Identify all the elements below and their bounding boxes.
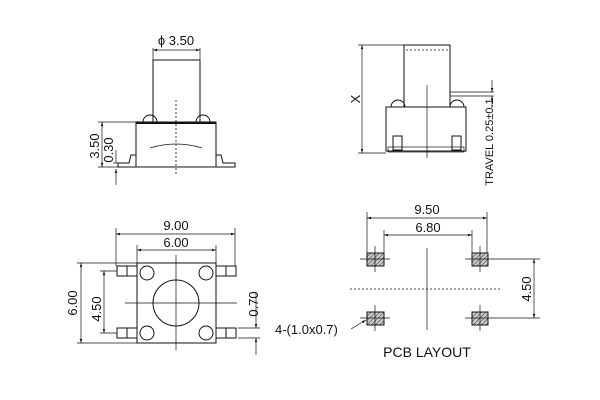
height-x-label: X — [348, 94, 363, 103]
travel-label: TRAVEL 0.25±0.1 — [484, 98, 496, 185]
lead-width-label: 0.70 — [246, 291, 261, 316]
pin-pitch-label: 4.50 — [89, 296, 104, 321]
stem-diameter-label: ϕ 3.50 — [158, 33, 194, 48]
inner-width-label: 6.80 — [415, 220, 440, 235]
body-height-label: 6.00 — [65, 290, 80, 315]
outer-width-label: 9.50 — [414, 202, 439, 217]
pad-pitch-label: 4.50 — [519, 276, 534, 301]
overall-width-label: 9.00 — [163, 218, 188, 233]
height-label: 3.50 — [87, 133, 102, 158]
lead-offset-label: 0.30 — [101, 137, 116, 162]
pcb-layout: 9.50 6.80 4.50 4-(1.0x0.7) PCB LAYOUT — [275, 202, 540, 360]
pad — [366, 311, 385, 326]
pad — [366, 252, 385, 267]
pad-note-label: 4-(1.0x0.7) — [275, 322, 338, 337]
side-view: X TRAVEL 0.25±0.1 — [348, 44, 496, 186]
stem — [152, 59, 201, 123]
top-view: 9.00 6.00 6.00 4.50 0.70 — [65, 218, 261, 355]
pcb-layout-title: PCB LAYOUT — [383, 344, 471, 360]
front-view: ϕ 3.50 3.50 0.30 — [87, 33, 236, 185]
body-width-label: 6.00 — [163, 235, 188, 250]
